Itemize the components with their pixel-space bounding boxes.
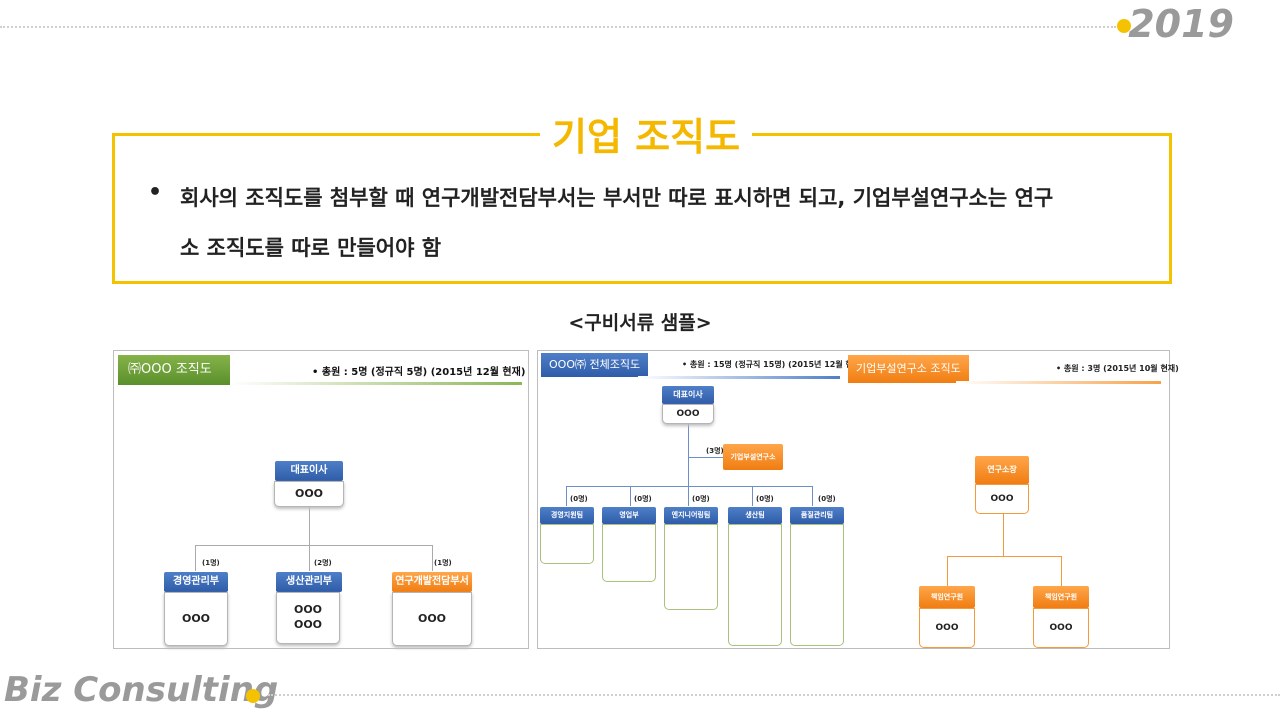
researcher-title: 책임연구원 — [1033, 586, 1089, 608]
ceo-title: 대표이사 — [275, 461, 343, 481]
team-count: (0명) — [692, 495, 710, 503]
connector — [309, 505, 310, 545]
connector — [752, 486, 753, 506]
dept-title-production: 생산관리부 — [276, 572, 342, 592]
connector — [195, 545, 432, 546]
bullet-marker: • — [148, 180, 163, 205]
connector — [432, 545, 433, 571]
dept-members-rnd: OOO — [392, 592, 472, 646]
right-sample-panel: OOO㈜ 전체조직도 • 총원 : 15명 (정규직 15명) (2015년 1… — [537, 350, 1179, 649]
page-title: 기업 조직도 — [540, 106, 753, 161]
connector — [688, 457, 723, 458]
left-chart-meta: • 총원 : 5명 (정규직 5명) (2015년 12월 현재) — [312, 367, 526, 378]
dept-count: (1명) — [434, 559, 452, 567]
connector — [566, 486, 812, 487]
dept-count: (2명) — [314, 559, 332, 567]
year-label: 2019 — [1128, 2, 1234, 46]
top-accent-dot — [1117, 19, 1131, 33]
team-members — [540, 524, 594, 564]
dept-count: (1명) — [202, 559, 220, 567]
connector — [947, 556, 1061, 557]
member-name: OOO — [293, 603, 323, 616]
team-count: (0명) — [756, 495, 774, 503]
right-chart-tag-full: OOO㈜ 전체조직도 — [541, 353, 649, 377]
team-title: 품질관리팀 — [790, 507, 844, 524]
team-title: 경영지원팀 — [540, 507, 594, 524]
sample-title: <구비서류 샘플> — [568, 312, 712, 334]
headline-text-line2: 소 조직도를 따로 만들어야 함 — [180, 236, 442, 260]
left-chart-underline — [230, 382, 522, 385]
bottom-accent-dot — [246, 689, 260, 703]
researcher-name: OOO — [919, 608, 975, 648]
team-members — [664, 524, 718, 610]
connector — [566, 486, 567, 506]
connector — [812, 486, 813, 506]
dept-title-rnd: 연구개발전담부서 — [392, 572, 472, 592]
team-count: (0명) — [570, 495, 588, 503]
connector — [630, 486, 631, 506]
right-chart-underline-lab — [956, 381, 1161, 384]
member-name: OOO — [293, 618, 323, 631]
team-count: (0명) — [634, 495, 652, 503]
dept-title-management: 경영관리부 — [164, 572, 228, 592]
researcher-title: 책임연구원 — [919, 586, 975, 608]
brand-label: Biz Consulting — [4, 670, 279, 710]
team-title: 영업부 — [602, 507, 656, 524]
connector — [688, 424, 689, 504]
dept-members-management: OOO — [164, 592, 228, 646]
team-members — [728, 524, 782, 646]
left-sample-panel: ㈜OOO 조직도 • 총원 : 5명 (정규직 5명) (2015년 12월 현… — [113, 350, 529, 649]
left-chart-tag: ㈜OOO 조직도 — [118, 355, 230, 385]
team-members — [790, 524, 844, 646]
team-title: 생산팀 — [728, 507, 782, 524]
right-chart-underline-full — [638, 376, 840, 379]
lab-box: 기업부설연구소 — [723, 444, 783, 470]
researcher-name: OOO — [1033, 608, 1089, 648]
ceo-title: 대표이사 — [662, 386, 714, 404]
bottom-dotted-rule — [268, 694, 1280, 696]
team-title: 엔지니어링팀 — [664, 507, 718, 524]
top-dotted-rule — [0, 26, 1116, 28]
director-name: OOO — [975, 484, 1029, 514]
headline-text-line1: 회사의 조직도를 첨부할 때 연구개발전담부서는 부서만 따로 표시하면 되고,… — [180, 186, 1054, 210]
dept-members-production: OOO OOO — [276, 592, 340, 644]
lab-count: (3명) — [706, 447, 724, 455]
connector — [688, 486, 689, 506]
right-chart-tag-lab: 기업부설연구소 조직도 — [848, 355, 969, 383]
ceo-name: OOO — [662, 404, 714, 424]
team-count: (0명) — [818, 495, 836, 503]
connector — [195, 545, 196, 571]
right-chart-meta-full: • 총원 : 15명 (정규직 15명) (2015년 12월 현재) — [682, 360, 864, 369]
connector — [309, 545, 310, 571]
connector — [947, 556, 948, 586]
connector — [1003, 514, 1004, 556]
ceo-name: OOO — [274, 481, 344, 507]
team-members — [602, 524, 656, 582]
director-title: 연구소장 — [975, 456, 1029, 484]
connector — [1061, 556, 1062, 586]
right-chart-meta-lab: • 총원 : 3명 (2015년 10월 현재) — [1056, 364, 1179, 373]
